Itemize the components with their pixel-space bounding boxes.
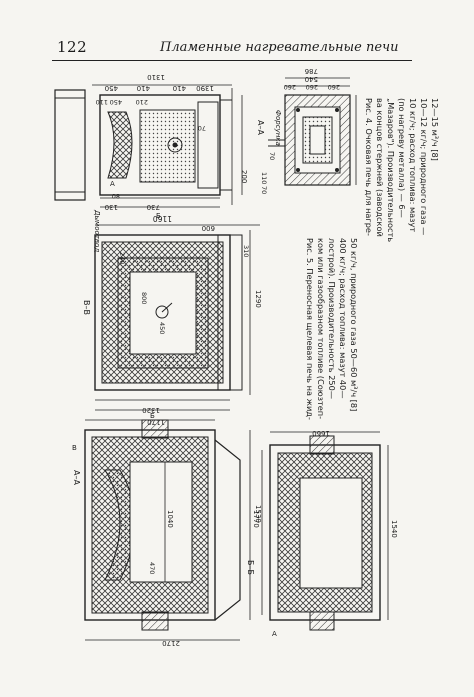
fig5-dim-1290: 1290 (254, 290, 262, 308)
fig4-label-A: А (110, 180, 115, 188)
fig4-dim-1310: 1310 (147, 73, 165, 81)
fig4-chamber (139, 109, 196, 183)
fig4-label-section: А–А (256, 120, 265, 135)
fig4-dim-200: 200 (240, 170, 248, 183)
fig5-label-B-mid: Б (150, 412, 155, 420)
fig5-dim-470: 470 (148, 562, 156, 574)
fig4-dim-130: 130 (105, 203, 118, 211)
fig5-caption-line-3: лострой). Производительность 250— (327, 238, 337, 399)
fig5-dim-1320: 1320 (142, 406, 160, 414)
fig4-caption-line-6: 10—12 кг/ч; природного газа — (419, 98, 429, 235)
fig5-dim-310: 310 (242, 245, 250, 257)
fig5-vv-chamber (129, 271, 197, 355)
page-number: 122 (57, 38, 88, 56)
fig4-dim-210: 210 (136, 98, 148, 106)
fig4-sec-dim-70a: 70 (268, 152, 276, 160)
running-title: Пламенные нагревательные печи (160, 40, 399, 55)
fig4-caption-line-1: Рис. 4. Очковая печь для нагре- (364, 98, 374, 236)
fig4-furnace-body (99, 94, 221, 196)
page-header: 122 Пламенные нагревательные печи (0, 0, 474, 62)
fig5-dim-2170: 2170 (162, 639, 180, 647)
fig4-sec-dim-540: 540 (305, 75, 318, 83)
fig5-dim-240: 240 (118, 252, 126, 264)
fig4-dim-410a: 410 (137, 84, 150, 92)
fig5-caption-line-2: ком или газообразном топливе (Союзтеп- (316, 238, 326, 419)
fig5-aa-chamber (129, 461, 193, 583)
fig5-dim-600: 600 (202, 224, 215, 232)
fig4-dim-450a: 450 (105, 84, 118, 92)
fig4-caption-line-5: 10 кг/ч; расход топлива: мазут (408, 98, 418, 232)
fig4-chimney-body (54, 89, 86, 201)
fig4-dim-80: 80 (112, 192, 120, 200)
fig5-caption-line-5: 50 кг/ч, природного газа 50—60 м³/ч [8] (349, 238, 359, 411)
fig5-dim-1040: 1040 (166, 510, 174, 528)
fig4-caption-line-3: „Мазаров"). Производительность (386, 98, 396, 242)
fig5-dim-1770: 1770 (252, 510, 260, 528)
fig5-section-vv: 1160 600 240 310 800 1290 450 1320 В–В Б (82, 212, 262, 414)
fig5-section-aa: 1170 1040 1770 470 2170 А–А В Б (72, 412, 260, 647)
fig5-dim-1660: 1660 (312, 429, 330, 437)
fig5-dim-450: 450 (158, 322, 166, 334)
fig5-dim-1170: 1170 (147, 418, 165, 426)
fig4-sec-dim-70b: 70 (260, 186, 268, 194)
fig4-label-chimney: Дымоотвод (93, 209, 101, 252)
fig4-sec-dim-260c: 260 (328, 83, 340, 91)
fig4-dim-1390: 1390 (196, 84, 214, 92)
fig4-section-view: 786 540 260 260 260 70 110 70 Форсунка А… (256, 67, 357, 194)
fig4-lining-arc (107, 111, 133, 179)
fig4-dim-70: 70 (198, 124, 206, 132)
header-rule (52, 60, 412, 61)
fig5-caption-line-4: 400 кг/ч; расход топлива: мазут 40— (338, 238, 348, 399)
fig4-caption-line-7: 12—15 м³/ч [8] (430, 98, 440, 161)
fig4-dim-450b: 450 (110, 98, 122, 106)
fig4-caption-line-4: (по нагреву металла) — 6— (397, 98, 407, 218)
fig4-caption: Рис. 4. Очковая печь для нагре- ва концо… (364, 98, 440, 242)
fig5-label-bb: Б–Б (246, 560, 255, 575)
fig4-front-view: 1310 450 410 410 1390 210 450 110 80 730… (54, 73, 248, 252)
fig4-dim-110: 110 (96, 98, 108, 106)
fig5-section-bb: 1660 1530 1540 Б–Б А (246, 429, 398, 638)
fig5-label-vv: В–В (82, 300, 91, 315)
fig5-dim-800: 800 (140, 292, 148, 304)
fig5-caption-line-1: Рис. 5. Переносная щелевая печь на жид- (305, 238, 315, 420)
fig4-sec-dim-110: 110 (260, 172, 268, 184)
fig5-label-B-top: Б (156, 212, 161, 220)
fig4-label-burner: Форсунка (274, 110, 282, 146)
fig4-sec-dim-260a: 260 (284, 83, 296, 91)
fig5-dim-1160: 1160 (153, 214, 172, 223)
fig4-dim-410b: 410 (173, 84, 186, 92)
fig5-dim-1540: 1540 (390, 520, 398, 538)
fig4-caption-line-2: ва концов стержней (заводской (375, 98, 385, 237)
fig4-dim-730: 730 (147, 203, 160, 211)
fig5-bb-chamber (299, 477, 363, 589)
fig4-sec-dim-260b: 260 (306, 83, 318, 91)
fig5-label-V: В (72, 444, 77, 452)
fig5-label-aa: А–А (72, 470, 81, 485)
fig4-sec-dim-786: 786 (304, 67, 318, 75)
fig5-dim-1530: 1530 (254, 505, 262, 523)
fig5-label-A-bottom: А (272, 630, 277, 638)
fig5-caption: Рис. 5. Переносная щелевая печь на жид- … (305, 238, 359, 420)
